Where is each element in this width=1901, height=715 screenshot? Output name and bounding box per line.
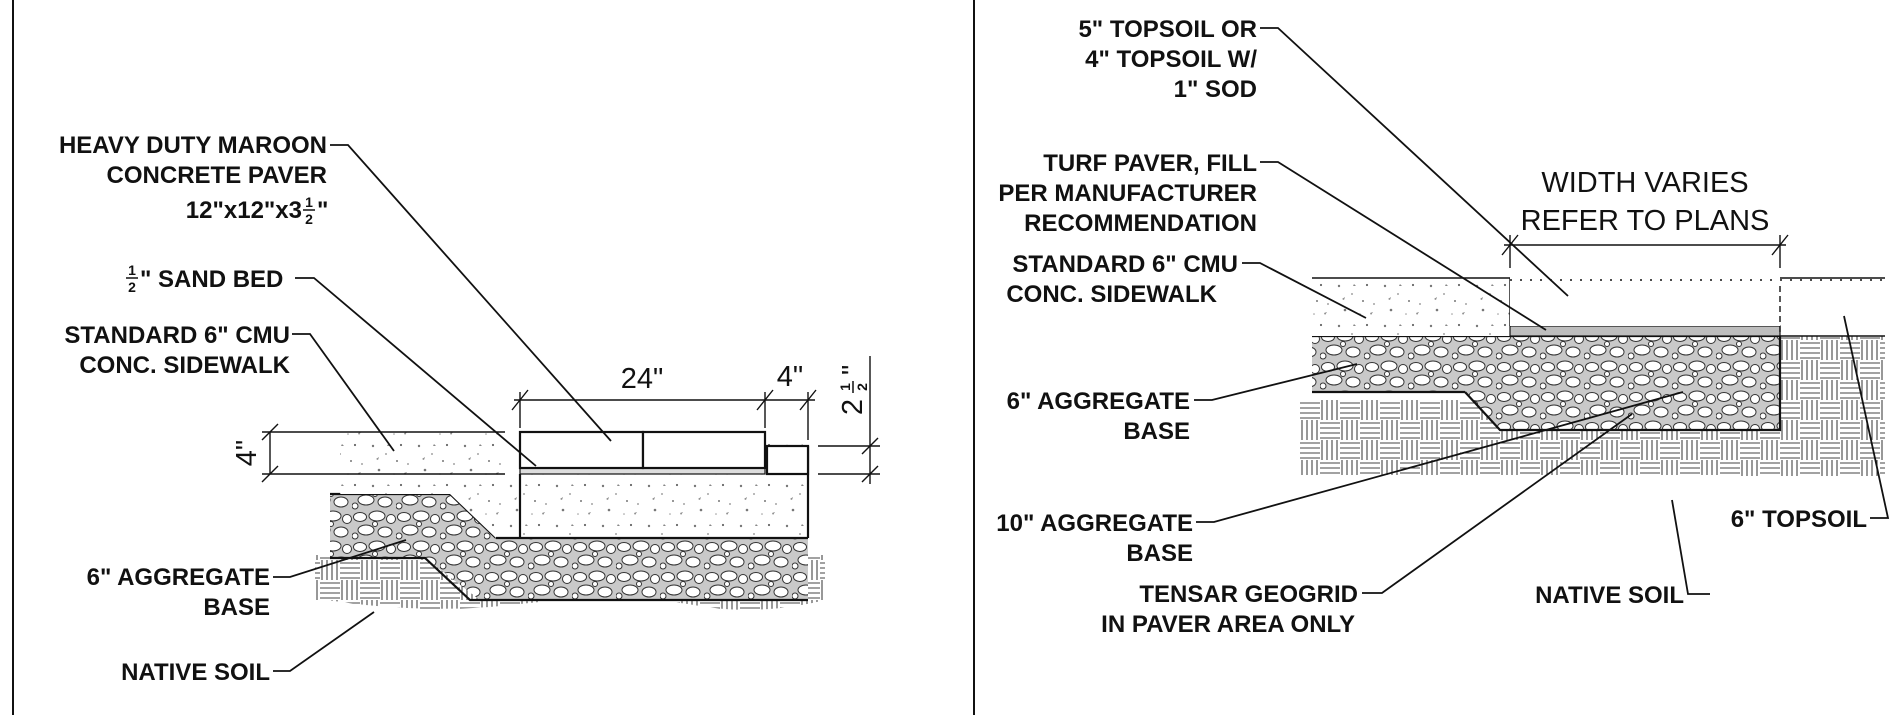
dim-width-varies-line1: WIDTH VARIES	[1541, 167, 1748, 199]
dim-width-varies-line2: REFER TO PLANS	[1521, 205, 1770, 237]
label-left-aggregate-line1: 6" AGGREGATE	[87, 564, 270, 591]
right-labels: 5" TOPSOIL OR 4" TOPSOIL W/ 1" SOD TURF …	[996, 16, 1867, 638]
label-turf-paver-line2: PER MANUFACTURER	[998, 180, 1257, 207]
left-leaders	[273, 144, 612, 672]
label-sand-bed: " SAND BED	[140, 266, 283, 293]
label-6in-topsoil: 6" TOPSOIL	[1731, 506, 1867, 533]
right-section-drawing	[1300, 234, 1885, 476]
right-aggregate-base	[1312, 336, 1780, 430]
label-left-sidewalk-line2: CONC. SIDEWALK	[79, 352, 290, 379]
label-right-native-soil: NATIVE SOIL	[1535, 582, 1684, 609]
left-labels: HEAVY DUTY MAROON CONCRETE PAVER 12"x12"…	[59, 132, 328, 686]
label-heavy-duty-paver-frac-num: 1	[305, 194, 313, 210]
label-left-sidewalk-line1: STANDARD 6" CMU	[64, 322, 290, 349]
right-leaders	[1194, 27, 1890, 595]
label-topsoil-line1: 5" TOPSOIL OR	[1078, 16, 1257, 43]
dim-paver-thickness: 2	[837, 399, 869, 415]
label-right-aggregate6-line2: BASE	[1123, 418, 1190, 445]
dim-paver-thickness-inch: "	[837, 365, 869, 375]
label-geogrid-line1: TENSAR GEOGRID	[1139, 581, 1358, 608]
dim-paver-thickness-frac-num: 1	[837, 383, 853, 391]
label-left-native-soil: NATIVE SOIL	[121, 659, 270, 686]
label-turf-paver-line3: RECOMMENDATION	[1024, 210, 1257, 237]
dim-paver-thickness-frac-den: 2	[854, 383, 870, 391]
right-turf-paver	[1509, 325, 1781, 337]
label-right-sidewalk-line2: CONC. SIDEWALK	[1006, 281, 1217, 308]
label-topsoil-line2: 4" TOPSOIL W/	[1085, 46, 1257, 73]
label-sand-bed-frac-num: 1	[128, 262, 136, 278]
left-paver-1	[518, 430, 645, 470]
left-dimensions: 24" 4" 4" 2 1 2 "	[231, 361, 870, 466]
label-aggregate10-line1: 10" AGGREGATE	[996, 510, 1193, 537]
right-dimensions: WIDTH VARIES REFER TO PLANS	[1521, 167, 1770, 237]
label-right-aggregate6-line1: 6" AGGREGATE	[1007, 388, 1190, 415]
label-geogrid-line2: IN PAVER AREA ONLY	[1101, 611, 1355, 638]
label-heavy-duty-paver-line2: CONCRETE PAVER	[107, 162, 327, 189]
left-paver-2	[641, 430, 767, 470]
label-right-sidewalk-line1: STANDARD 6" CMU	[1012, 251, 1238, 278]
label-sand-bed-frac-den: 2	[128, 279, 136, 295]
label-turf-paver-line1: TURF PAVER, FILL	[1043, 150, 1257, 177]
left-edge-curb	[765, 444, 810, 476]
right-concrete-sidewalk	[1312, 278, 1510, 336]
label-heavy-duty-paver-frac-den: 2	[305, 211, 313, 227]
dim-paver-width: 24"	[621, 363, 664, 395]
dim-slab-thickness: 4"	[231, 440, 263, 466]
label-heavy-duty-paver-line3: 12"x12"x3	[186, 197, 302, 224]
dim-gap-width: 4"	[777, 361, 803, 393]
label-left-aggregate-line2: BASE	[203, 594, 270, 621]
right-topsoil	[1510, 278, 1780, 326]
label-heavy-duty-paver-inch: "	[317, 197, 328, 224]
left-aggregate-base	[330, 494, 808, 600]
label-aggregate10-line2: BASE	[1126, 540, 1193, 567]
left-section-drawing	[261, 356, 880, 610]
label-heavy-duty-paver-line1: HEAVY DUTY MAROON	[59, 132, 327, 159]
label-topsoil-line3: 1" SOD	[1174, 76, 1257, 103]
